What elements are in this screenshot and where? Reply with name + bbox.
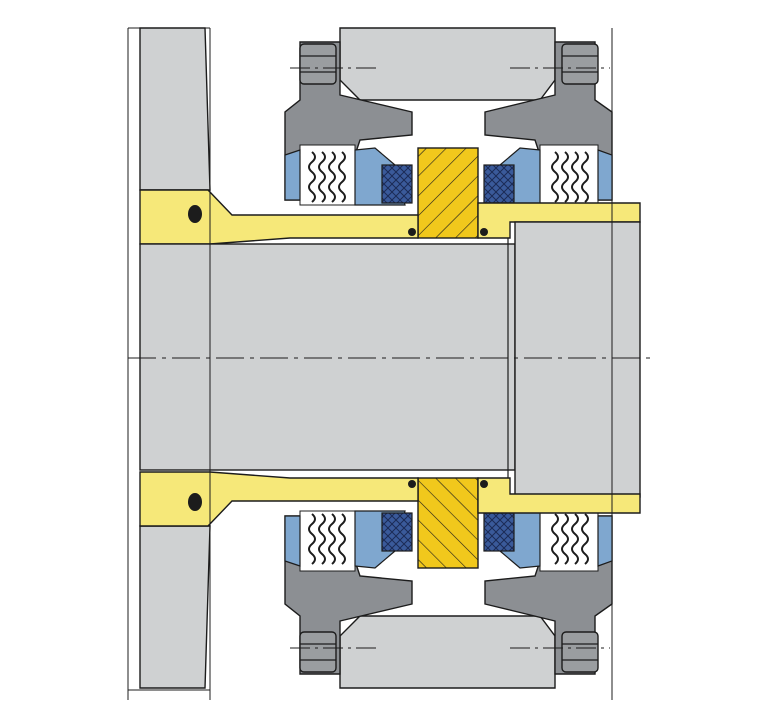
packing-right-top — [483, 164, 515, 204]
shaft — [139, 221, 641, 498]
seal-top-half — [139, 27, 641, 245]
housing-right-top — [339, 27, 556, 101]
housing-left-top — [139, 27, 211, 191]
sleeve-right-top — [477, 202, 641, 239]
seat-ring-top — [417, 147, 479, 239]
bolt-icon — [561, 43, 599, 85]
spring-holder-right-top — [597, 149, 613, 201]
seal-bottom-half — [139, 471, 641, 689]
reference-lines — [127, 27, 650, 700]
bolt-icon — [299, 43, 337, 85]
packing-left-top — [381, 164, 413, 204]
spring-holder-left-top — [284, 149, 301, 201]
oring-icon — [188, 205, 202, 223]
shaft-end — [514, 221, 641, 498]
